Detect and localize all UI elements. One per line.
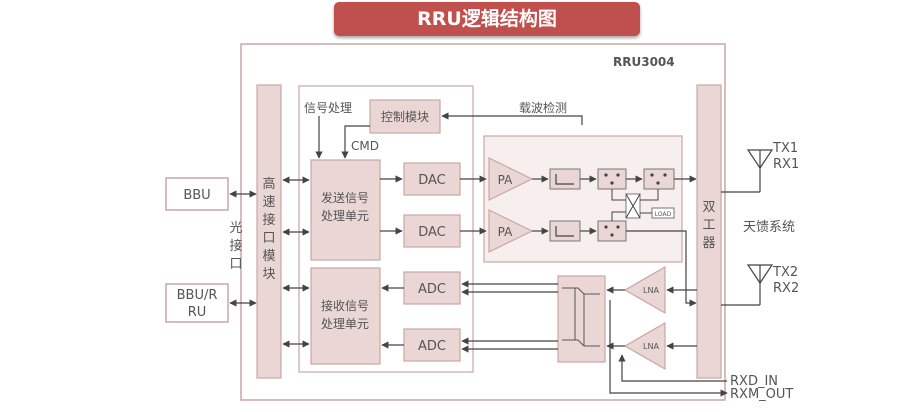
rru-model-label: RRU3004: [613, 55, 675, 69]
rx-unit-label-2: 处理单元: [321, 317, 369, 331]
lna-1: [623, 265, 666, 315]
tx2-label: TX2: [772, 265, 798, 280]
pa-1: [488, 157, 534, 201]
lna-2: [623, 321, 666, 371]
hs-char-3: 接: [262, 212, 275, 228]
duplexer-char-2: 工: [702, 218, 715, 233]
coupler-3-dot: [604, 225, 608, 229]
antenna-system-label: 天馈系统: [743, 220, 795, 235]
lna-2-label: LNA: [643, 342, 659, 351]
coupler-1-dot-2: [616, 173, 620, 177]
dac-2-label: DAC: [418, 225, 446, 240]
carrier-detect-label: 载波检测: [519, 100, 567, 115]
coupler-3: [597, 220, 627, 242]
lna-1-label: LNA: [643, 286, 659, 295]
coupler-2: [643, 168, 675, 190]
rx-switch-path-2: [562, 339, 600, 347]
coupler-2-dot-2: [663, 173, 667, 177]
tx-unit-label-1: 发送信号: [321, 190, 369, 205]
rxm-out-label: RXM_OUT: [730, 387, 793, 402]
duplexer-char-1: 双: [702, 200, 715, 215]
adc-2-label: ADC: [418, 339, 446, 354]
tx-processing-unit: [310, 159, 381, 261]
cmd-label: CMD: [351, 139, 379, 153]
control-module-label: 控制模块: [381, 110, 429, 124]
signal-processing-label: 信号处理: [304, 101, 352, 115]
rx-processing-unit: [310, 267, 381, 365]
hs-char-4: 口: [262, 231, 275, 246]
page-title: RRU逻辑结构图: [334, 2, 640, 36]
coupler-2-dot-3: [656, 181, 660, 185]
adc-1-label: ADC: [418, 282, 446, 297]
filter-1-glyph: [555, 174, 574, 185]
filter-1: [549, 168, 581, 190]
optical-char-3: 口: [229, 257, 242, 272]
rxm-out-line: [609, 300, 728, 397]
filter-2: [549, 220, 581, 242]
duplexer-char-3: 器: [702, 236, 715, 251]
optical-char-1: 光: [229, 221, 242, 236]
tx1-label: TX1: [772, 141, 798, 156]
switch-diag-2: [625, 193, 641, 219]
bbu-r-label-2: RU: [188, 305, 207, 320]
rx-unit-label-1: 接收信号: [321, 298, 369, 313]
carrier-detect-arrow: [441, 112, 583, 125]
bbu-label: BBU: [183, 188, 210, 203]
hs-interface-label: 高 速 接 口 模 块: [262, 176, 275, 282]
dac-1-label: DAC: [418, 173, 446, 188]
rxd-in-line: [618, 354, 727, 382]
rx-switch-path-1: [562, 287, 600, 295]
optical-char-2: 接: [229, 238, 242, 254]
cmd-arrow: [341, 125, 370, 159]
bbu-r-label: BBU/R: [177, 288, 218, 303]
switch-link-right: [640, 189, 659, 201]
hs-interface-module: [256, 84, 282, 379]
rx2-label: RX2: [773, 281, 799, 296]
rx1-label: RX1: [773, 157, 799, 172]
bbu-box: [165, 177, 229, 211]
coupler-1-dot: [604, 173, 608, 177]
hs-char-5: 模: [262, 249, 275, 264]
hs-char-1: 高: [262, 176, 275, 192]
dac-2: [403, 214, 461, 248]
switch-link-bottom: [611, 211, 626, 221]
rxd-in-label: RXD_IN: [730, 374, 778, 389]
coupler-1-dot-3: [610, 181, 614, 185]
bbu-r-box: [165, 283, 229, 323]
tx-unit-label-2: 处理单元: [321, 209, 369, 223]
load-label: LOAD: [655, 211, 672, 218]
pa-1-label: PA: [498, 173, 513, 187]
hs-char-6: 块: [262, 267, 275, 282]
coupler-2-dot: [650, 173, 654, 177]
switch-link-top: [611, 189, 626, 201]
circ3-to-duplexer-line: [626, 230, 697, 307]
hs-char-2: 速: [262, 195, 275, 210]
coupler-3-dot-2: [616, 225, 620, 229]
filter-2-glyph: [555, 226, 574, 237]
coupler-3-dot-3: [610, 233, 614, 237]
antenna-1-icon: [746, 149, 774, 170]
coupler-1: [597, 168, 627, 190]
pa-2-label: PA: [498, 225, 513, 239]
rf-tx-area: [483, 135, 683, 263]
duplexer: [696, 84, 722, 379]
rx-switch-block: [557, 275, 606, 363]
antenna-2-icon: [746, 264, 774, 285]
pa-2: [488, 209, 534, 253]
adc-1: [403, 271, 461, 305]
control-module: [369, 99, 441, 134]
